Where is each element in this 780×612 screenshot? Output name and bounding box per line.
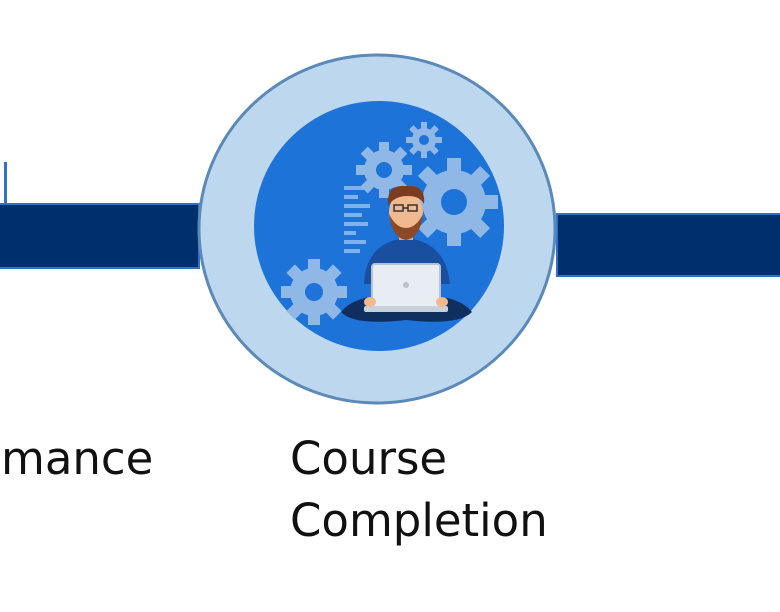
- developer-with-laptop-and-gears-icon: [197, 53, 557, 405]
- previous-node-edge: [0, 162, 7, 210]
- course-completion-label: Course Completion: [290, 428, 548, 552]
- course-completion-label-line1: Course: [290, 432, 448, 485]
- course-completion-label-line2: Completion: [290, 494, 548, 547]
- course-completion-node: [196, 52, 558, 406]
- connector-bar-right: [556, 213, 780, 277]
- previous-stage-label: mance: [1, 432, 154, 485]
- connector-bar-left: [0, 203, 200, 269]
